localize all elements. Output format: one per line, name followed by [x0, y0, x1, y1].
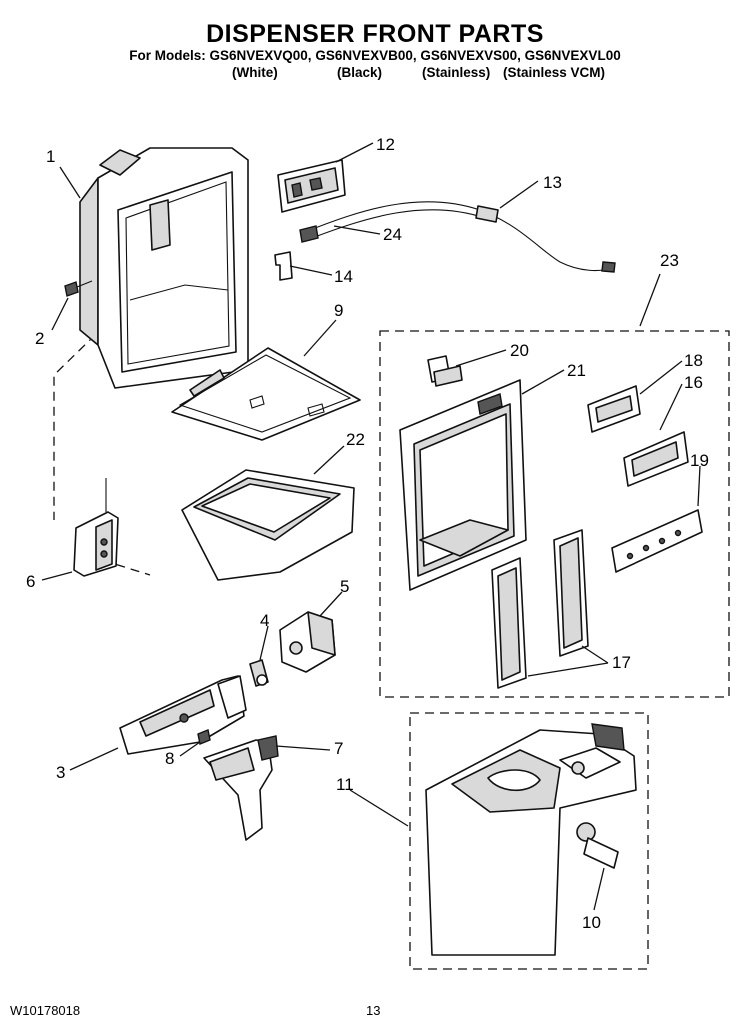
- callout-23: 23: [660, 251, 679, 270]
- callout-6: 6: [26, 572, 35, 591]
- dispenser-housing-part-1: [79, 147, 249, 389]
- model-variants: (White) (Black) (Stainless) (Stainless V…: [0, 65, 750, 83]
- drip-tray-part-22: [181, 469, 355, 581]
- spring-part-8: [197, 729, 211, 745]
- flapper-part-10: [576, 822, 619, 869]
- document-number: W10178018: [10, 1003, 81, 1018]
- connector-part-20: [427, 355, 463, 387]
- leader-lines: [41, 142, 701, 911]
- callout-22: 22: [346, 430, 365, 449]
- callout-16: 16: [684, 373, 703, 392]
- dispenser-panel-part-21: [399, 379, 527, 591]
- models-line: For Models: GS6NVEXVQ00, GS6NVEXVB00, GS…: [129, 48, 621, 63]
- callout-18: 18: [684, 351, 703, 370]
- callout-1: 1: [46, 147, 55, 166]
- group-box-11: [409, 712, 649, 970]
- tray-part-9: [171, 347, 361, 441]
- callout-14: 14: [334, 267, 353, 286]
- callout-11: 11: [336, 775, 354, 794]
- membrane-overlay-part-19: [611, 509, 703, 573]
- callout-9: 9: [334, 301, 343, 320]
- motor-part-5: [279, 611, 336, 673]
- callout-4: 4: [260, 611, 269, 630]
- callout-8: 8: [165, 749, 174, 768]
- interface-board-part-16: [623, 431, 689, 487]
- variant-stainless-vcm: (Stainless VCM): [503, 65, 606, 80]
- callout-20: 20: [510, 341, 529, 360]
- variant-black: (Black): [337, 65, 383, 80]
- callout-2: 2: [35, 329, 44, 348]
- callout-labels: 1 12 13 24 14 2 9 23 20 18 21 16 22 19 6…: [26, 135, 709, 932]
- control-board-part-12: [277, 159, 346, 213]
- callout-3: 3: [56, 763, 65, 782]
- callout-24: 24: [383, 225, 402, 244]
- group-box-23: [379, 330, 730, 698]
- callout-5: 5: [340, 577, 349, 596]
- display-board-part-18: [587, 385, 641, 433]
- callout-19: 19: [690, 451, 709, 470]
- page-title: DISPENSER FRONT PARTS: [206, 20, 544, 48]
- clip-part-14: [274, 251, 293, 281]
- callout-13: 13: [543, 173, 562, 192]
- paddle-part-7: [203, 735, 279, 841]
- variant-stainless: (Stainless): [422, 65, 491, 80]
- screw-part-2: [64, 280, 93, 297]
- ice-chute-part-11: [425, 723, 637, 956]
- callout-10: 10: [582, 913, 601, 932]
- gear-part-4: [249, 659, 269, 687]
- variant-white: (White): [232, 65, 278, 80]
- callout-7: 7: [334, 739, 343, 758]
- lever-assembly-part-3: [119, 675, 247, 755]
- paddles-part-17: [491, 529, 589, 689]
- callout-17: 17: [612, 653, 631, 672]
- wire-harness-part-13: [299, 201, 616, 273]
- actuator-part-6: [73, 478, 119, 577]
- page-number: 13: [366, 1003, 381, 1018]
- callout-12: 12: [376, 135, 395, 154]
- callout-21: 21: [567, 361, 586, 380]
